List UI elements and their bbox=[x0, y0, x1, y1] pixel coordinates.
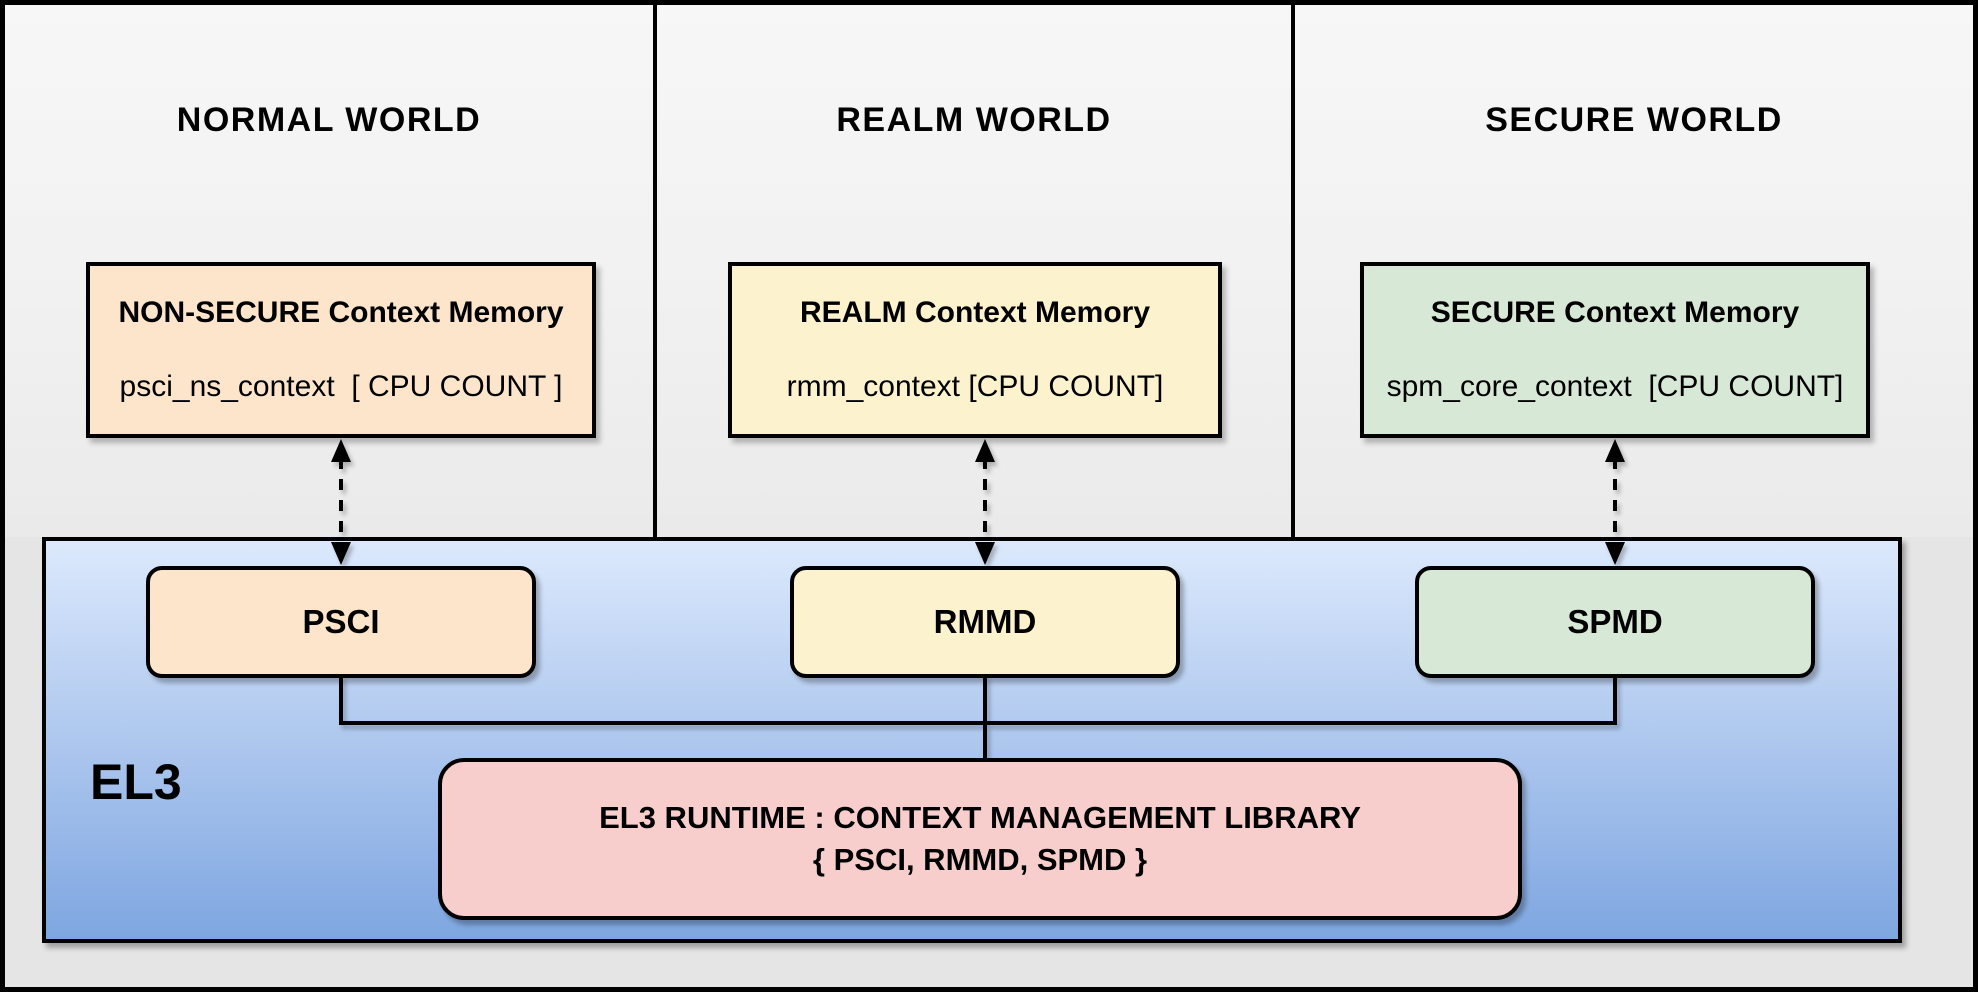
secure-context-memory-box: SECURE Context Memory spm_core_context [… bbox=[1360, 262, 1870, 438]
memory-box-value: rmm_context [CPU COUNT] bbox=[786, 370, 1164, 403]
el3-label: EL3 bbox=[90, 754, 182, 810]
secure-world-title: SECURE WORLD bbox=[1485, 101, 1783, 139]
runtime-library-line1: EL3 RUNTIME : CONTEXT MANAGEMENT LIBRARY bbox=[599, 800, 1361, 835]
panel-divider bbox=[653, 5, 657, 537]
psci-dispatcher-box: PSCI bbox=[146, 566, 536, 678]
memory-box-value: spm_core_context [CPU COUNT] bbox=[1386, 370, 1844, 403]
memory-box-title: SECURE Context Memory bbox=[1430, 296, 1800, 329]
dispatcher-label: PSCI bbox=[302, 603, 380, 640]
panel-divider bbox=[1291, 5, 1295, 537]
memory-box-title: NON-SECURE Context Memory bbox=[118, 296, 564, 329]
rmmd-dispatcher-box: RMMD bbox=[790, 566, 1180, 678]
non-secure-context-memory-box: NON-SECURE Context Memory psci_ns_contex… bbox=[86, 262, 596, 438]
spmd-dispatcher-box: SPMD bbox=[1415, 566, 1815, 678]
dispatcher-label: RMMD bbox=[933, 603, 1037, 640]
dispatcher-label: SPMD bbox=[1567, 603, 1663, 640]
memory-box-value: psci_ns_context [ CPU COUNT ] bbox=[119, 370, 563, 403]
runtime-library-line2: { PSCI, RMMD, SPMD } bbox=[812, 842, 1148, 877]
realm-world-title: REALM WORLD bbox=[836, 101, 1112, 139]
normal-world-title: NORMAL WORLD bbox=[176, 101, 482, 139]
el3-runtime-library-box: EL3 RUNTIME : CONTEXT MANAGEMENT LIBRARY… bbox=[438, 758, 1522, 920]
realm-context-memory-box: REALM Context Memory rmm_context [CPU CO… bbox=[728, 262, 1222, 438]
memory-box-title: REALM Context Memory bbox=[799, 296, 1151, 329]
